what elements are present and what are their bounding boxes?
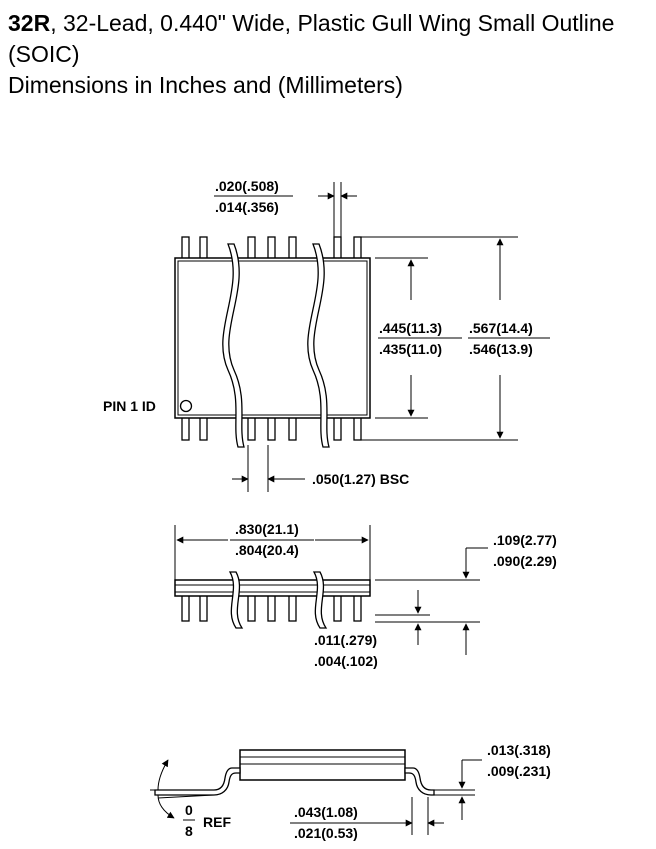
height-max: .109(2.77) [493, 532, 557, 548]
side-body [174, 579, 371, 597]
lead-thickness-max: .013(.318) [487, 742, 551, 758]
side-view: .830(21.1) .804(20.4) .109(2.77) .090(2.… [174, 521, 557, 669]
page-title: 32R, 32-Lead, 0.440" Wide, Plastic Gull … [8, 8, 653, 101]
foot-length-min: .021(0.53) [294, 825, 358, 841]
foot-length-max: .043(1.08) [294, 804, 358, 820]
lead-width-min: .014(.356) [215, 199, 279, 215]
side-pins [181, 593, 362, 622]
top-pins [181, 236, 362, 261]
package-body [174, 257, 371, 419]
break-lines [222, 243, 330, 448]
standoff-min: .004(.102) [314, 653, 378, 669]
page-subtitle: Dimensions in Inches and (Millimeters) [8, 72, 403, 98]
end-body [239, 749, 406, 781]
part-code: 32R [8, 10, 51, 36]
lead-thickness-min: .009(.231) [487, 763, 551, 779]
end-view: .013(.318) .009(.231) .043(1.08) .021(0.… [150, 742, 551, 841]
title-text: , 32-Lead, 0.440" Wide, Plastic Gull Win… [8, 10, 615, 67]
overall-width-min: .546(13.9) [469, 341, 533, 357]
height-min: .090(2.29) [493, 553, 557, 569]
angle-bottom: 8 [185, 823, 193, 839]
top-view: .020(.508) .014(.356) .445(11.3) .435(11… [103, 178, 550, 492]
standoff-max: .011(.279) [314, 632, 377, 648]
angle-top: 0 [185, 802, 193, 818]
body-width-min: .435(11.0) [379, 341, 442, 357]
body-length-max: .830(21.1) [235, 521, 299, 537]
bottom-pins [181, 416, 362, 441]
pitch-label: .050(1.27) BSC [312, 471, 409, 487]
angle-suffix: REF [203, 814, 231, 830]
pin1-marker [179, 399, 193, 413]
lead-width-max: .020(.508) [215, 178, 279, 194]
pin1-label: PIN 1 ID [103, 398, 156, 414]
body-width-max: .445(11.3) [379, 320, 442, 336]
overall-width-max: .567(14.4) [469, 320, 533, 336]
body-length-min: .804(20.4) [235, 542, 299, 558]
